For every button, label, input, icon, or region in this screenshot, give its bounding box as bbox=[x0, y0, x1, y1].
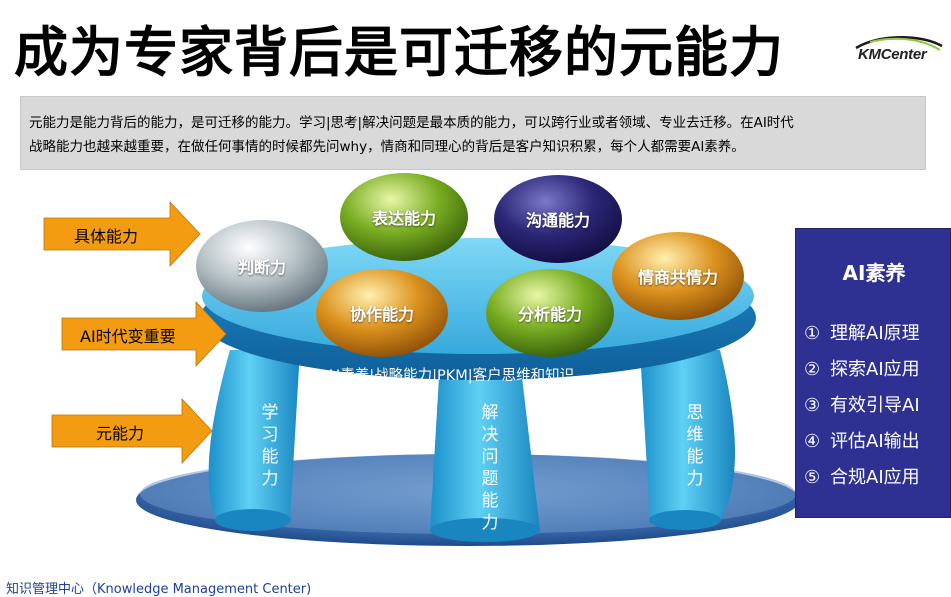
panel-title: AI素养 bbox=[842, 261, 906, 285]
description-line-2: 战略能力也越来越重要，在做任何事情的时候都先问why，情商和同理心的背后是客户知… bbox=[29, 139, 745, 155]
panel-item: ① 理解AI原理 bbox=[804, 319, 920, 345]
arrow-ai-era bbox=[61, 300, 227, 368]
ball-label-analysis: 分析能力 bbox=[517, 305, 583, 324]
panel-item: ③ 有效引导AI bbox=[804, 391, 920, 417]
panel-item-number: ⑤ bbox=[804, 467, 821, 488]
panel-item-label: 有效引导AI bbox=[830, 395, 920, 416]
panel-item-label: 理解AI原理 bbox=[830, 323, 920, 344]
ball-label-judgment: 判断力 bbox=[237, 258, 287, 277]
arrow-meta-ability bbox=[51, 397, 213, 465]
panel-item-number: ④ bbox=[804, 431, 821, 452]
panel-item-label: 评估AI输出 bbox=[830, 431, 920, 452]
panel-item-number: ① bbox=[804, 323, 821, 344]
leg-text-learning: 学习能力 bbox=[261, 403, 279, 489]
leg-problem-solving bbox=[430, 360, 540, 530]
arrow-label-specific: 具体能力 bbox=[74, 227, 139, 246]
plate-label: AI素养|战略能力|PKM|客户思维和知识 bbox=[326, 368, 575, 384]
arrow-label-meta: 元能力 bbox=[96, 424, 145, 443]
arrow-label-ai-era: AI时代变重要 bbox=[80, 327, 176, 346]
capability-diagram bbox=[43, 173, 800, 546]
panel-item: ② 探索AI应用 bbox=[804, 355, 920, 381]
ball-communication bbox=[494, 175, 622, 263]
kmcenter-logo: KMCenter bbox=[850, 32, 946, 72]
panel-item-label: 合规AI应用 bbox=[830, 467, 920, 488]
page-title: 成为专家背后是可迁移的元能力 bbox=[14, 21, 784, 84]
logo-swoosh-icon bbox=[855, 36, 943, 51]
leg-learning bbox=[208, 350, 300, 520]
panel-item: ⑤ 合规AI应用 bbox=[804, 463, 920, 489]
ai-literacy-panel: AI素养 ① 理解AI原理 ② 探索AI应用 ③ 有效引导AI ④ 评估AI输出 ⑤ 合规… bbox=[795, 228, 951, 518]
ball-judgment bbox=[196, 220, 328, 312]
leg-text-problem-solving: 解决问题能力 bbox=[481, 403, 499, 533]
ball-label-collaboration: 协作能力 bbox=[349, 305, 415, 324]
ball-empathy bbox=[612, 232, 744, 320]
description-line-1: 元能力是能力背后的能力，是可迁移的能力。学习|思考|解决问题是最本质的能力，可以… bbox=[29, 115, 794, 131]
ball-analysis bbox=[486, 269, 614, 357]
panel-item-number: ② bbox=[804, 359, 821, 380]
logo-text: KMCenter bbox=[858, 46, 927, 63]
panel-item: ④ 评估AI输出 bbox=[804, 427, 920, 453]
leg-text-thinking: 思维能力 bbox=[686, 403, 704, 489]
ball-label-empathy: 情商共情力 bbox=[637, 268, 719, 287]
panel-item-number: ③ bbox=[804, 395, 821, 416]
panel-item-label: 探索AI应用 bbox=[830, 359, 920, 380]
ball-collaboration bbox=[316, 269, 448, 357]
ball-expression bbox=[340, 173, 468, 261]
arrow-specific-ability bbox=[43, 200, 201, 268]
footer-text: 知识管理中心（Knowledge Management Center) bbox=[6, 582, 312, 597]
description-box: 元能力是能力背后的能力，是可迁移的能力。学习|思考|解决问题是最本质的能力，可以… bbox=[20, 96, 926, 170]
ball-label-expression: 表达能力 bbox=[371, 209, 437, 228]
ball-label-communication: 沟通能力 bbox=[525, 211, 591, 230]
leg-thinking bbox=[640, 350, 735, 520]
